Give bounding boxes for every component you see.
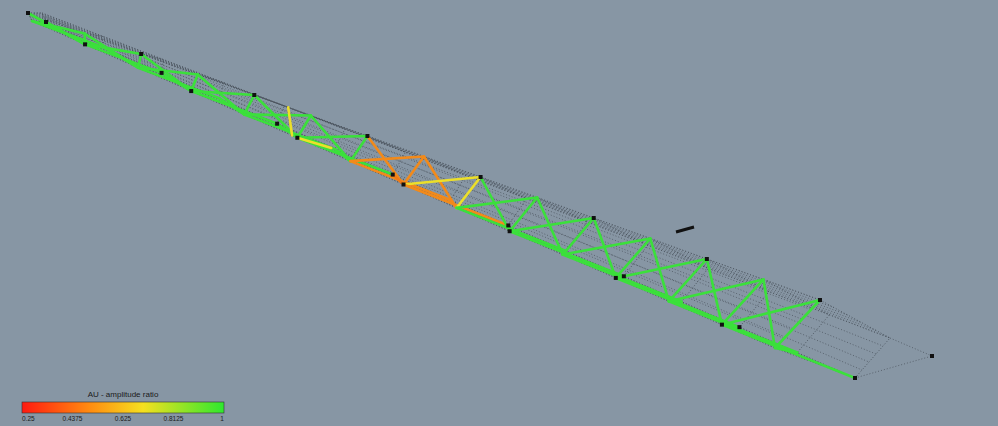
joint-marker xyxy=(295,136,299,140)
joint-marker xyxy=(622,274,626,278)
mesh-section xyxy=(297,116,345,150)
truss-member xyxy=(28,13,85,44)
joint-marker xyxy=(737,325,741,329)
truss-member xyxy=(104,47,138,67)
truss-member xyxy=(219,98,244,114)
truss-member xyxy=(350,136,367,161)
joint-marker xyxy=(614,276,618,280)
truss-member xyxy=(288,107,292,135)
truss-member xyxy=(510,198,538,232)
truss-member xyxy=(404,177,481,185)
truss-member xyxy=(138,54,141,68)
truss-member xyxy=(191,91,277,124)
joint-marker xyxy=(139,52,143,56)
truss-member xyxy=(775,300,820,348)
truss-member xyxy=(775,348,797,353)
colorbar-tick: 0.8125 xyxy=(164,416,184,423)
joint-marker xyxy=(365,134,369,138)
colorbar-tick: 1 xyxy=(220,416,224,423)
joint-marker xyxy=(275,122,279,126)
mesh-section xyxy=(775,300,890,378)
mesh-line xyxy=(31,13,834,308)
colorbar-tick: 0.25 xyxy=(22,416,35,423)
joint-marker xyxy=(252,93,256,97)
colorbar-tick: 0.4375 xyxy=(63,416,83,423)
joint-marker xyxy=(479,175,483,179)
mesh-section xyxy=(722,280,830,353)
joint-marker xyxy=(508,229,512,233)
truss-member xyxy=(297,138,392,175)
mesh-line xyxy=(855,356,932,378)
joint-marker xyxy=(930,354,934,358)
truss-member xyxy=(457,208,566,251)
mesh-line xyxy=(40,22,823,366)
mesh-line xyxy=(30,18,793,329)
joint-marker xyxy=(189,89,193,93)
truss-member xyxy=(297,116,311,138)
mesh-line xyxy=(46,22,855,378)
joint-marker xyxy=(592,216,596,220)
mesh-line xyxy=(42,13,890,338)
truss-member xyxy=(191,75,198,92)
mesh-line xyxy=(34,13,848,315)
mesh-line xyxy=(43,15,883,346)
truss-model xyxy=(26,11,934,380)
mesh-line xyxy=(29,15,811,310)
mesh-line xyxy=(44,17,876,354)
mesh-section xyxy=(616,239,709,302)
truss-member xyxy=(244,95,254,114)
mesh-line xyxy=(28,13,820,300)
truss-member xyxy=(457,177,481,208)
truss-member xyxy=(722,280,764,325)
mesh-line xyxy=(36,13,862,323)
mesh-line xyxy=(890,338,932,356)
mesh-line xyxy=(32,21,775,348)
joint-marker xyxy=(720,323,724,327)
truss-member xyxy=(244,114,311,115)
truss-member xyxy=(85,34,139,68)
truss-member xyxy=(297,136,367,138)
joint-marker xyxy=(160,71,164,75)
truss-member xyxy=(404,157,425,185)
truss-member xyxy=(335,149,351,161)
joint-marker xyxy=(402,183,406,187)
joint-marker xyxy=(44,20,48,24)
joint-marker xyxy=(26,11,30,15)
joint-marker xyxy=(506,223,510,227)
mesh-line xyxy=(30,16,802,319)
truss-member xyxy=(669,280,764,302)
truss-member xyxy=(451,200,457,208)
mesh-line xyxy=(43,22,839,372)
mesh-line xyxy=(45,20,862,370)
mesh-line xyxy=(42,13,890,338)
truss-member xyxy=(350,157,424,162)
colorbar xyxy=(22,402,224,413)
truss-member xyxy=(722,300,820,325)
truss-member xyxy=(404,185,509,226)
truss-member xyxy=(457,198,538,208)
mesh-line xyxy=(31,19,784,338)
truss-member xyxy=(32,21,104,47)
mesh-line xyxy=(28,13,820,300)
joint-marker xyxy=(705,257,709,261)
mesh-line xyxy=(46,22,855,378)
joint-marker xyxy=(818,298,822,302)
truss-member xyxy=(277,124,297,138)
mesh-line xyxy=(38,21,807,360)
joint-marker xyxy=(391,173,395,177)
sensor-marker xyxy=(676,227,694,232)
truss-member xyxy=(563,255,682,302)
truss-member xyxy=(162,73,192,91)
mesh-line xyxy=(39,13,876,330)
truss-member xyxy=(46,22,85,44)
joint-marker xyxy=(83,42,87,46)
joint-marker xyxy=(853,376,857,380)
mesh-line xyxy=(32,21,775,348)
mesh-line xyxy=(44,18,869,362)
colorbar-title: AU - amplitude ratio xyxy=(88,391,159,399)
truss-member xyxy=(297,138,331,148)
truss-member xyxy=(510,218,594,231)
colorbar-tick: 0.625 xyxy=(115,416,131,423)
